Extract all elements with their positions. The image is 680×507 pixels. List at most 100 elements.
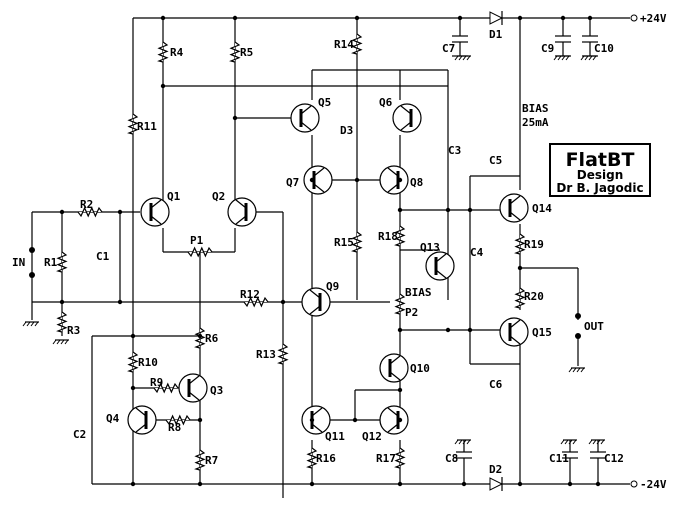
label-q4: Q4 <box>106 412 120 425</box>
label-d2: D2 <box>489 463 502 476</box>
label-c11: C11 <box>549 452 569 465</box>
ground-symbol <box>580 55 597 61</box>
rail-pos-label: +24V <box>640 12 667 25</box>
junction-dot <box>59 299 65 305</box>
transistor-q15 <box>499 317 529 347</box>
transistor-symbols <box>127 103 529 435</box>
junction-dot <box>467 207 473 213</box>
junction-dot <box>517 265 523 271</box>
transistor-q1 <box>140 197 170 227</box>
label-r12: R12 <box>240 288 260 301</box>
transistor-q7 <box>303 165 333 195</box>
junction-dot <box>567 481 573 487</box>
label-q6: Q6 <box>379 96 393 109</box>
transistor-q5 <box>290 103 320 133</box>
ground-symbol <box>454 439 471 445</box>
junction-dot <box>595 481 601 487</box>
junction-dot <box>397 177 403 183</box>
junction-dot <box>461 481 467 487</box>
label-q12: Q12 <box>362 430 382 443</box>
title-line2: Dr B. Jagodic <box>556 181 643 195</box>
junction-dot <box>197 481 203 487</box>
label-c7: C7 <box>442 42 455 55</box>
label-q8: Q8 <box>410 176 423 189</box>
label-q14: Q14 <box>532 202 552 215</box>
label-c12: C12 <box>604 452 624 465</box>
diode-d2 <box>489 477 504 491</box>
label-c10: C10 <box>594 42 614 55</box>
label-q13: Q13 <box>420 241 440 254</box>
transistor-q9 <box>301 287 331 317</box>
junction-dot <box>445 207 451 213</box>
resistor-r4 <box>157 41 169 63</box>
resistor-r9 <box>153 382 179 394</box>
title-box: FlatBT Design Dr B. Jagodic <box>549 143 651 197</box>
junction-dot <box>587 15 593 21</box>
label-q5: Q5 <box>318 96 331 109</box>
transistor-q4 <box>127 405 157 435</box>
label-r4: R4 <box>170 46 184 59</box>
cap-c9 <box>555 18 571 57</box>
resistor-r3 <box>56 311 68 333</box>
input-network <box>29 211 140 336</box>
transistor-q13 <box>425 251 455 281</box>
label-c9: C9 <box>541 42 554 55</box>
label-c1: C1 <box>96 250 110 263</box>
label-r20: R20 <box>524 290 544 303</box>
junction-dot <box>280 299 286 305</box>
label-r8: R8 <box>168 421 181 434</box>
label-bias-pot: BIAS <box>405 286 432 299</box>
junction-dots <box>59 15 601 487</box>
resistor-p1 <box>187 246 213 258</box>
resistor-r18 <box>394 225 406 247</box>
label-d3: D3 <box>340 124 353 137</box>
label-q3: Q3 <box>210 384 223 397</box>
label-q11: Q11 <box>325 430 345 443</box>
label-out: OUT <box>584 320 604 333</box>
junction-dot <box>457 15 463 21</box>
resistor-r16 <box>306 447 318 469</box>
junction-dot <box>130 385 136 391</box>
resistor-r5 <box>229 41 241 63</box>
label-c4: C4 <box>470 246 484 259</box>
transistor-q8 <box>379 165 409 195</box>
label-d1: D1 <box>489 28 503 41</box>
label-r17: R17 <box>376 452 396 465</box>
resistor-r7 <box>194 449 206 471</box>
junction-dot <box>59 209 65 215</box>
transistor-q2 <box>227 197 257 227</box>
label-p1: P1 <box>190 234 204 247</box>
ground-symbol <box>553 55 570 61</box>
junction-dot <box>517 15 523 21</box>
resistor-r8 <box>165 414 191 426</box>
junction-dot <box>397 207 403 213</box>
label-r11: R11 <box>137 120 157 133</box>
junction-dot <box>160 83 166 89</box>
label-r16: R16 <box>316 452 336 465</box>
label-r10: R10 <box>138 356 158 369</box>
junction-dot <box>309 177 315 183</box>
transistor-q10 <box>379 353 409 383</box>
junction-dot <box>117 209 123 215</box>
junction-dot <box>309 417 315 423</box>
resistor-r12 <box>243 296 269 308</box>
junction-dot <box>560 15 566 21</box>
label-r3: R3 <box>67 324 80 337</box>
junction-dot <box>397 387 403 393</box>
resistor-r15 <box>351 231 363 253</box>
transistor-q3 <box>178 373 208 403</box>
junction-dot <box>309 481 315 487</box>
label-c3: C3 <box>448 144 461 157</box>
label-q7: Q7 <box>286 176 299 189</box>
label-r15: R15 <box>334 236 354 249</box>
resistor-r20 <box>514 287 526 309</box>
resistor-r17 <box>394 447 406 469</box>
label-c8: C8 <box>445 452 458 465</box>
junction-dot <box>517 481 523 487</box>
resistor-r19 <box>514 233 526 255</box>
transistor-q11 <box>301 405 331 435</box>
label-r13: R13 <box>256 348 276 361</box>
junction-dot <box>197 417 203 423</box>
label-r5: R5 <box>240 46 253 59</box>
